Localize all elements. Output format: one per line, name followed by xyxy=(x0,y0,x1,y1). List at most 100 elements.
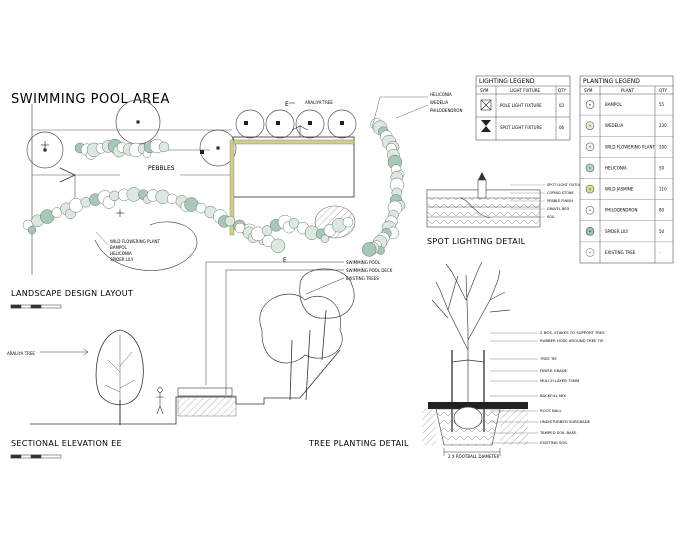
pool-outline xyxy=(232,136,355,198)
wild-jasmine-icon-center xyxy=(589,188,591,190)
cluster-label-list: WILD FLOWERING PLANT BAMPOL HELICONIA SP… xyxy=(95,231,161,262)
legend-header: PLANT xyxy=(621,88,634,93)
tree-planting-detail: 2 X ROOTBALL DIAMETER 2 NOS. STAKES TO S… xyxy=(422,261,605,459)
wedelia-icon-center xyxy=(589,124,591,127)
tree-note-list: 2 NOS. STAKES TO SUPPORT TREE RUBBER HOSE… xyxy=(490,330,605,445)
plan-label-pebbles: PEBBLES xyxy=(148,165,175,172)
spot-note: SPOT LIGHT FIXTURE xyxy=(547,183,584,187)
plant-label: HELICONIA xyxy=(430,92,452,97)
hedge-strip xyxy=(229,139,235,236)
spot-lighting-detail: SPOT LIGHT FIXTURE COPING STONE PEBBLE FIN… xyxy=(426,172,584,246)
plant-label: PHILODENDRON xyxy=(430,108,462,113)
cluster-label: HELICONIA xyxy=(110,251,132,256)
tree-note: FINISH GRADE xyxy=(540,368,568,373)
cluster-label: WILD FLOWERING PLANT xyxy=(110,239,161,244)
legend-row-qty: 200 xyxy=(659,144,667,149)
tree-note: BACKFILL MIX xyxy=(540,393,566,398)
elevation-callout: SWIMMING POOL DECK xyxy=(346,268,393,273)
tree-note: ROOT BALL xyxy=(540,408,562,413)
tree-detail-dimension: 2 X ROOTBALL DIAMETER xyxy=(448,454,500,459)
elevation-caption: SECTIONAL ELEVATION EE xyxy=(11,439,122,448)
right-label-list: HELICONIA WEDELIA PHILODENDRON xyxy=(371,92,462,129)
legend-row-qty: 110 xyxy=(659,187,667,192)
lighting-legend-title: LIGHTING LEGEND xyxy=(479,78,535,85)
shrub-symbol xyxy=(158,141,170,153)
tree-note: 2 NOS. STAKES TO SUPPORT TREE xyxy=(540,330,605,335)
legend-row-name: WEDELIA xyxy=(605,123,623,128)
philodendron-icon-center xyxy=(589,209,591,211)
page-title: SWIMMING POOL AREA xyxy=(11,92,170,107)
spot-note: PEBBLE FINISH xyxy=(547,199,573,203)
bare-tree xyxy=(431,261,511,405)
tree-note: EXISTING SOIL xyxy=(540,440,568,445)
legend-row-name: EXISTING TREE xyxy=(605,250,636,255)
lighting-legend: LIGHTING LEGEND SYM LIGHT FIXTURE QTY PO… xyxy=(475,75,571,141)
elevation-callout: SWIMMING POOL xyxy=(346,260,381,265)
tree-note: TREE TIE xyxy=(539,356,557,361)
cluster-label: SPIDER LILY xyxy=(110,257,134,262)
legend-row-qty: 55 xyxy=(659,102,665,107)
site-plan: E E ARALIYA TREE PEBBLES WILD FLOWERING … xyxy=(10,92,462,309)
pole-light-icon xyxy=(41,141,124,217)
legend-row-name: POLE LIGHT FIXTURE xyxy=(500,103,542,108)
shrub-symbol xyxy=(320,234,330,244)
existing-tree-group xyxy=(26,99,357,271)
spot-note: GRAVEL BED xyxy=(547,207,569,211)
legend-row-name: HELICONIA xyxy=(605,165,627,170)
shrub-symbol xyxy=(261,225,273,236)
plan-label-araliya: ARALIYA TREE xyxy=(305,100,333,105)
legend-header: QTY xyxy=(558,88,567,93)
spot-detail-caption: SPOT LIGHTING DETAIL xyxy=(427,237,526,246)
section-marker-e-bottom: E xyxy=(283,257,287,264)
legend-row-name: BAMPOL xyxy=(605,102,622,107)
legend-header: SYM xyxy=(480,88,489,93)
legend-row-qty: 06 xyxy=(559,125,565,130)
tree-note: TAMPED SOIL BASE xyxy=(539,430,577,435)
tree-detail-caption: TREE PLANTING DETAIL xyxy=(308,439,409,448)
legend-header: LIGHT FIXTURE xyxy=(510,88,541,93)
elevation-callout: EXISTING TREES xyxy=(346,276,379,281)
heliconia-icon-center xyxy=(589,167,591,169)
spot-note-list: SPOT LIGHT FIXTURE COPING STONE PEBBLE FIN… xyxy=(510,183,584,219)
legend-header: SYM xyxy=(584,88,593,93)
planting-legend-title: PLANTING LEGEND xyxy=(583,78,640,85)
scale-bar xyxy=(10,454,62,459)
scale-bar xyxy=(10,304,62,309)
legend-row-qty: - xyxy=(659,250,661,255)
spot-note: COPING STONE xyxy=(547,191,574,195)
wild-flowering-plant-icon-center xyxy=(589,146,591,148)
spot-note: SOIL xyxy=(547,215,555,219)
tree-note: UNDISTURBED SUBGRADE xyxy=(540,419,591,424)
cluster-label: BAMPOL xyxy=(110,245,127,250)
legend-row-name: WILD JASMINE xyxy=(605,187,634,192)
spot-light-icon xyxy=(200,121,344,154)
tree-note: MULCH LAYER 75MM xyxy=(540,378,579,383)
legend-row-name: SPIDER LILY xyxy=(605,229,629,234)
bampol-icon-center xyxy=(589,103,591,106)
section-marker-e-top: E xyxy=(285,101,289,108)
existing-tree-icon-center xyxy=(589,251,591,254)
legend-header: QTY xyxy=(659,88,668,93)
plan-caption: LANDSCAPE DESIGN LAYOUT xyxy=(11,289,133,298)
legend-row-qty: 80 xyxy=(659,208,665,213)
plant-label: WEDELIA xyxy=(430,100,448,105)
pole-light-icon xyxy=(480,99,492,111)
legend-row-qty: 230 xyxy=(659,123,667,128)
shrub-symbol xyxy=(270,238,286,254)
legend-row-qty: 50 xyxy=(659,165,665,170)
legend-row-qty: 03 xyxy=(559,103,565,108)
elevation-label-araliya: ARALIYA TREE xyxy=(7,351,35,356)
spider-lily-icon-center xyxy=(589,230,591,233)
shrub-planting-band xyxy=(22,118,406,257)
legend-row-name: SPOT LIGHT FIXTURE xyxy=(500,125,542,130)
sectional-elevation: ARALIYA TREE SWIMMING POOL SWIMMING POOL… xyxy=(7,260,409,459)
spot-light-icon xyxy=(481,120,491,132)
shrub-symbol xyxy=(342,216,354,228)
shrub-symbol xyxy=(27,225,37,235)
shrub-symbol xyxy=(224,215,236,227)
tree-note: RUBBER HOSE AROUND TREE TIE xyxy=(540,338,604,343)
legend-row-qty: 50 xyxy=(659,229,665,234)
legend-row-name: WILD FLOWERING PLANT xyxy=(605,144,656,149)
